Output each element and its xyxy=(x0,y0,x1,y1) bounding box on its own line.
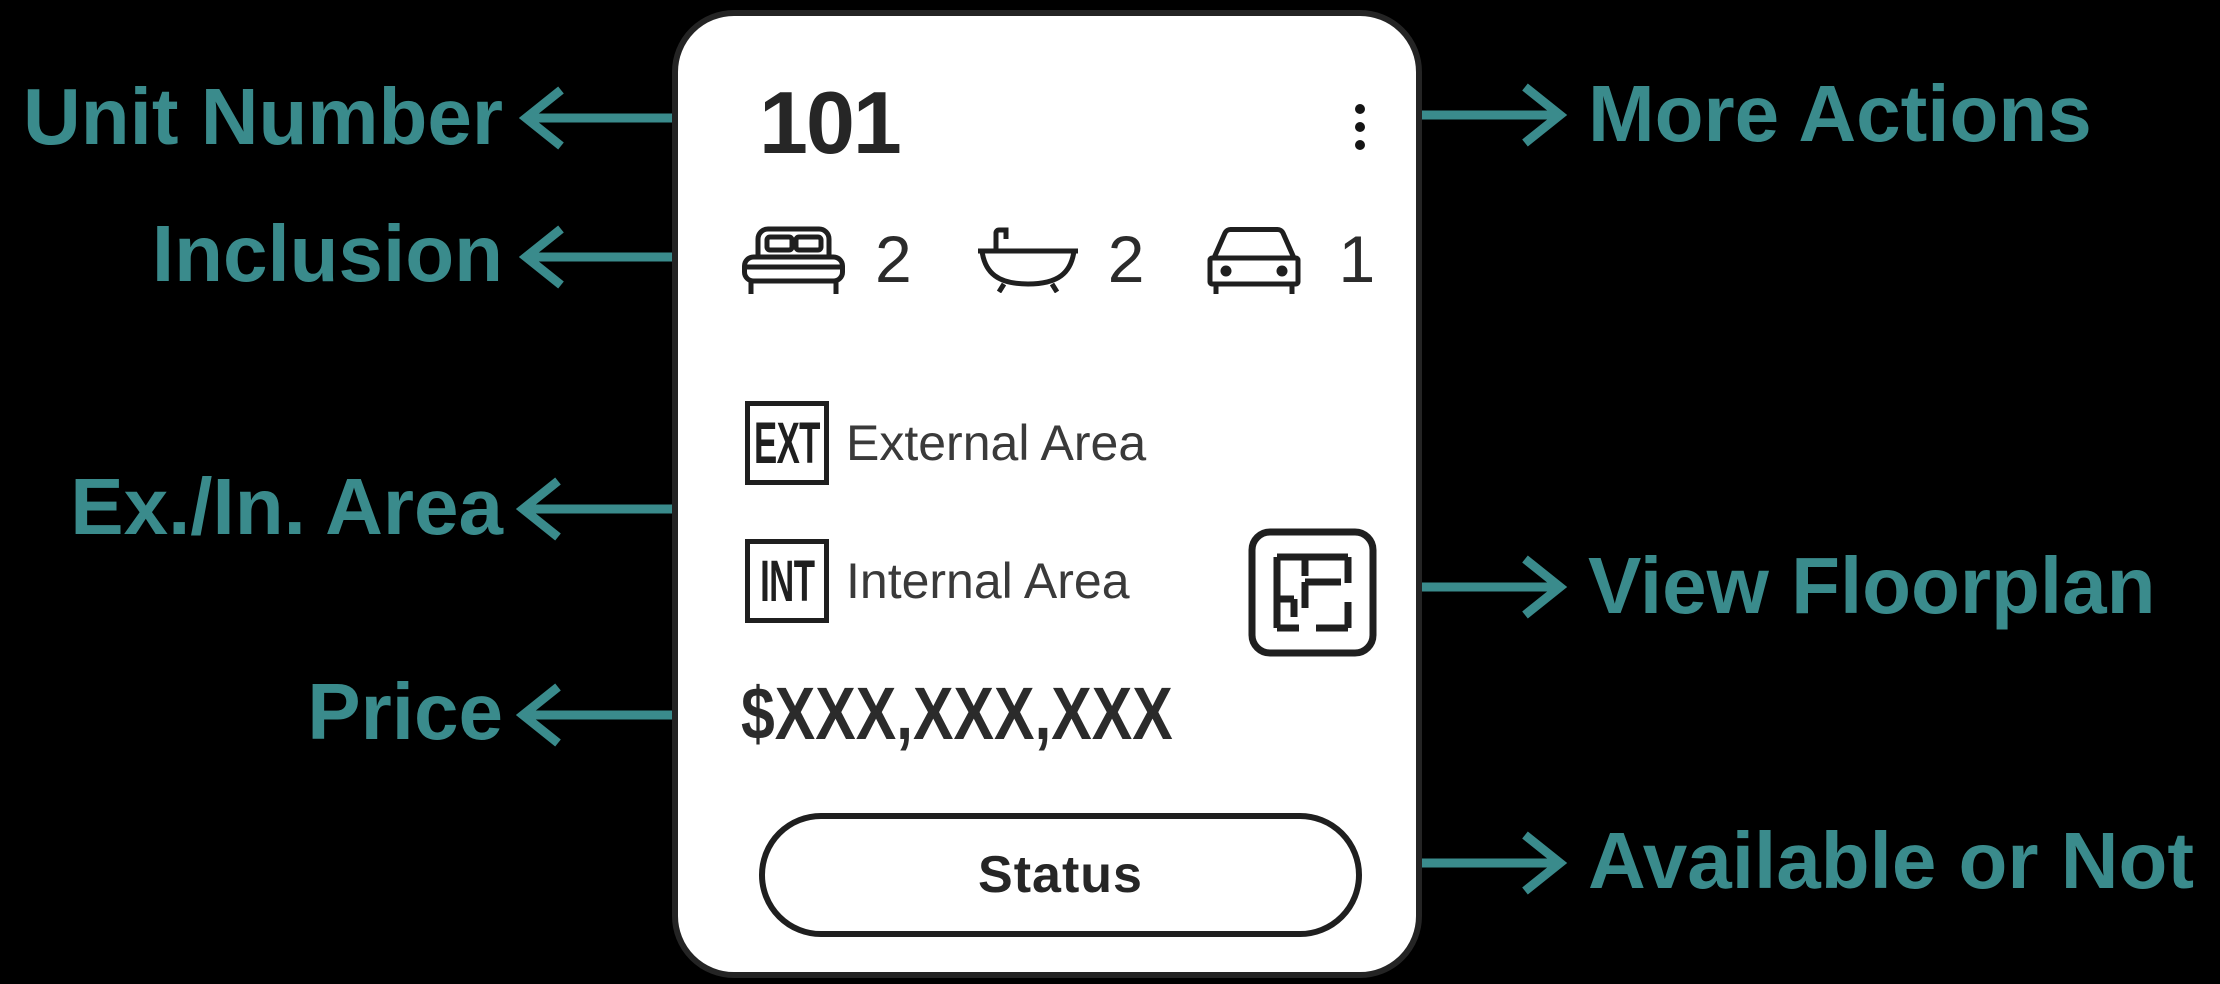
external-area-label: External Area xyxy=(846,415,1147,471)
car-count: 1 xyxy=(1338,222,1376,296)
label-area: Ex./In. Area xyxy=(70,462,503,551)
status-label: Status xyxy=(978,846,1143,904)
label-inclusion: Inclusion xyxy=(151,209,503,298)
label-availability: Available or Not xyxy=(1588,816,2195,905)
bath-icon xyxy=(977,227,1078,293)
floorplan-icon xyxy=(1248,528,1377,657)
ext-badge: EXT xyxy=(745,401,829,485)
label-view-floorplan: View Floorplan xyxy=(1588,541,2156,630)
bed-icon xyxy=(742,226,845,294)
label-price: Price xyxy=(307,667,503,756)
car-icon xyxy=(1207,227,1301,294)
view-floorplan-button[interactable] xyxy=(1246,526,1379,659)
internal-area-label: Internal Area xyxy=(846,553,1130,609)
int-badge: INT xyxy=(745,539,829,623)
status-button[interactable]: Status xyxy=(759,813,1362,937)
external-area-row: EXT External Area xyxy=(745,401,1146,485)
bath-count: 2 xyxy=(1107,222,1145,296)
label-unit-number: Unit Number xyxy=(23,72,503,161)
unit-number: 101 xyxy=(759,73,902,172)
kebab-menu-icon xyxy=(1355,104,1365,114)
unit-card: 101 2 xyxy=(672,10,1422,978)
internal-area-row: INT Internal Area xyxy=(745,539,1130,623)
price: $XXX,XXX,XXX xyxy=(741,672,1173,755)
more-actions-button[interactable] xyxy=(1349,98,1371,156)
inclusion-row: 2 2 1 xyxy=(742,221,1375,297)
bed-count: 2 xyxy=(875,222,912,296)
label-more-actions: More Actions xyxy=(1588,69,2092,158)
